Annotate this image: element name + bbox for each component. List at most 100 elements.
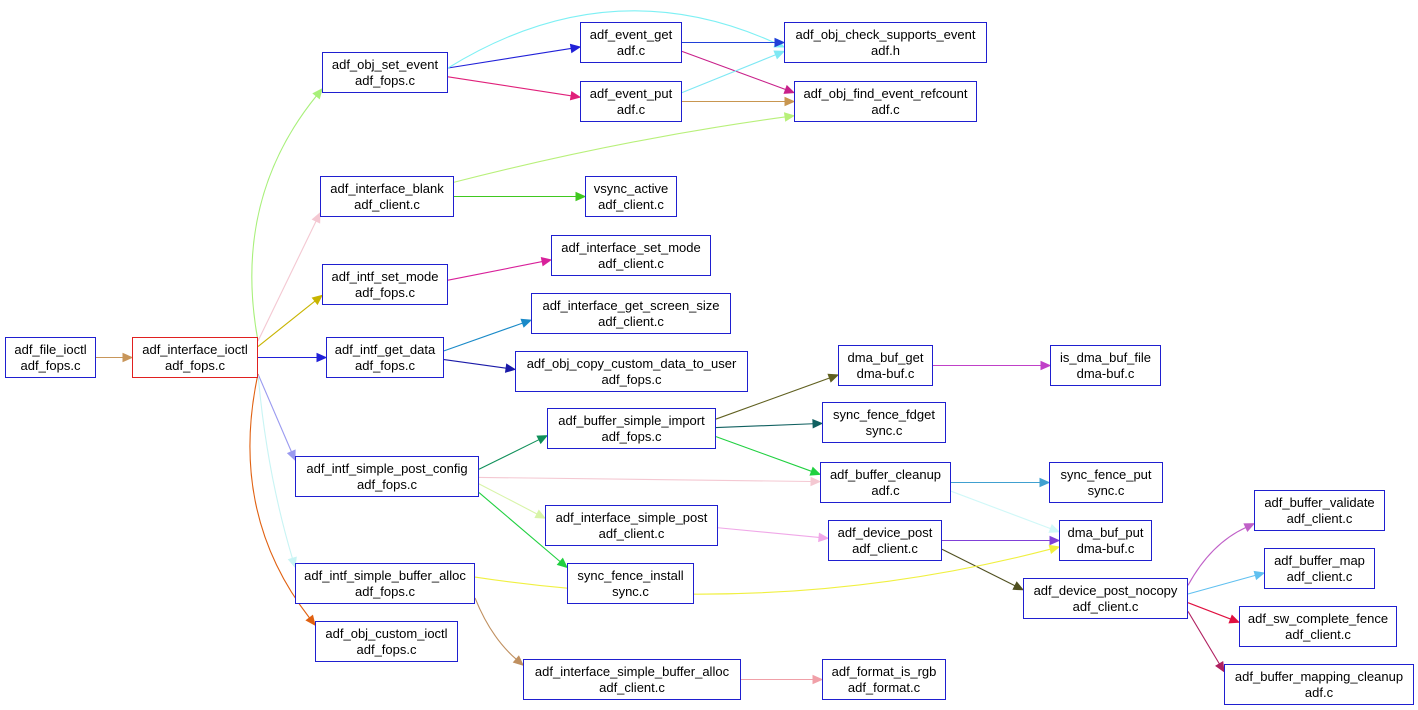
node-function-name: sync_fence_install (577, 567, 684, 583)
node-file-name: adf_client.c (598, 525, 665, 541)
node-file-name: adf_fops.c (165, 357, 225, 373)
edge-post-nocopy-to-buffer-mapping-cleanup (1187, 611, 1220, 665)
node-file-name: adf_fops.c (20, 357, 81, 373)
node-function-name: adf_device_post (837, 524, 933, 540)
edge-iface-ioctl-to-obj-set-event (251, 95, 317, 342)
node-file-name: adf.c (1304, 684, 1334, 700)
node-file-name: adf_format.c (847, 679, 921, 695)
node-function-name: adf_event_put (589, 85, 673, 101)
node-function-name: adf_obj_find_event_refcount (803, 85, 968, 101)
edge-arrowhead (1049, 535, 1061, 546)
node-function-name: adf_buffer_simple_import (558, 412, 705, 428)
node-function-name: is_dma_buf_file (1059, 349, 1152, 365)
node-function-name: adf_buffer_validate (1264, 494, 1375, 510)
edge-device-post-to-post-nocopy (941, 548, 1016, 587)
edge-arrowhead (827, 373, 840, 383)
edge-arrowhead (784, 96, 796, 107)
node-function-name: adf_device_post_nocopy (1033, 582, 1178, 598)
edge-arrowhead (311, 294, 323, 306)
edge-post-nocopy-to-buffer-validate (1187, 526, 1247, 586)
edge-obj-set-event-to-event-get (447, 47, 572, 69)
node-file-name: dma-buf.c (856, 365, 915, 381)
edge-iface-ioctl-to-simple-buffer-alloc (257, 373, 293, 559)
edge-event-put-to-check-supports (681, 54, 776, 94)
node-function-name: adf_obj_check_supports_event (795, 26, 976, 42)
edge-arrowhead (534, 509, 547, 519)
edge-arrowhead (122, 352, 134, 363)
edge-simple-post-config-to-buf-simple-import (478, 439, 540, 470)
node-file-name: adf.h (871, 42, 900, 58)
node-file-name: sync.c (1087, 482, 1125, 498)
edge-arrowhead (311, 211, 321, 224)
node-file-name: adf_client.c (599, 679, 665, 695)
edge-arrowhead (540, 257, 553, 267)
node-file-name: adf_fops.c (357, 476, 417, 492)
node-function-name: adf_buffer_mapping_cleanup (1234, 668, 1404, 684)
node-file-name: dma-buf.c (1076, 365, 1135, 381)
node-file-name: adf.c (871, 101, 900, 117)
node-function-name: dma_buf_get (847, 349, 924, 365)
node-function-name: vsync_active (593, 180, 669, 196)
edge-obj-set-event-to-event-put (447, 76, 572, 97)
node-file-name: adf_fops.c (355, 583, 415, 599)
node-function-name: adf_format_is_rgb (831, 663, 937, 679)
edge-intf-get-data-to-get-screen-size (443, 322, 523, 352)
edge-arrowhead (1048, 523, 1061, 533)
node-file-name: adf_client.c (598, 196, 664, 212)
edge-iface-ioctl-to-obj-custom-ioctl (249, 373, 310, 619)
node-file-name: adf_fops.c (356, 641, 417, 657)
node-file-name: adf_client.c (1286, 510, 1353, 526)
node-file-name: adf_fops.c (355, 284, 415, 300)
edge-arrowhead (809, 466, 822, 476)
edge-arrowhead (512, 655, 524, 666)
edge-arrowhead (783, 84, 796, 94)
node-function-name: adf_intf_simple_buffer_alloc (304, 567, 466, 583)
node-file-name: adf.c (871, 482, 900, 498)
edge-buf-simple-import-to-fence-fdget (715, 423, 814, 429)
edge-arrowhead (556, 557, 568, 569)
node-function-name: adf_buffer_map (1274, 552, 1365, 568)
edge-arrowhead (312, 88, 323, 100)
node-function-name: adf_buffer_cleanup (829, 466, 942, 482)
edge-buf-simple-import-to-buffer-cleanup (715, 436, 812, 472)
edge-arrowhead (286, 449, 296, 462)
edge-intf-set-mode-to-iface-set-mode (447, 261, 543, 281)
node-file-name: adf_client.c (1285, 626, 1351, 642)
edge-arrowhead (536, 435, 549, 445)
edge-buffer-cleanup-to-dma-buf-put (950, 490, 1051, 530)
